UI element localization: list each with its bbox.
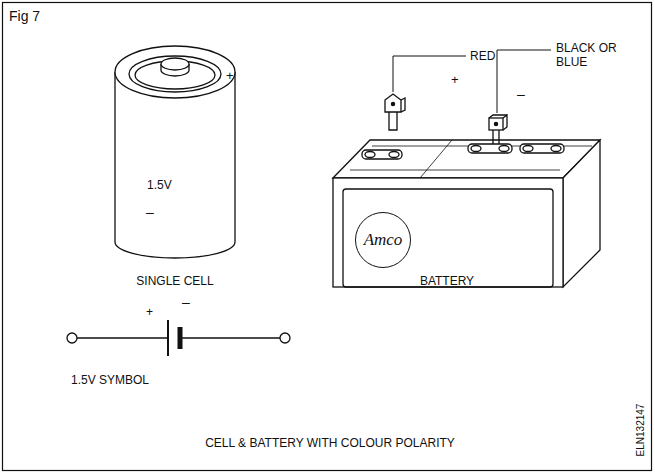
part-name: BATTERY xyxy=(420,274,474,288)
figure-number: Fig 7 xyxy=(9,8,40,24)
polarity-sign: + xyxy=(226,68,234,83)
cell-symbol xyxy=(67,320,290,356)
figure-code: ELN132147 xyxy=(635,404,647,457)
brand-circle: Amco xyxy=(355,212,411,268)
brand-name: Amco xyxy=(364,230,403,250)
polarity-sign: – xyxy=(182,294,190,310)
voltage-label: 1.5V xyxy=(147,178,172,192)
polarity-sign: + xyxy=(146,305,153,319)
figure-caption: CELL & BATTERY WITH COLOUR POLARITY xyxy=(205,436,455,450)
cell-drawing xyxy=(115,46,235,258)
symbol-name: 1.5V SYMBOL xyxy=(71,373,149,387)
polarity-sign: – xyxy=(146,204,154,220)
polarity-sign: – xyxy=(517,86,525,102)
colour-callout: BLACK OR BLUE xyxy=(556,41,636,69)
colour-callout: RED xyxy=(470,49,495,63)
part-name: SINGLE CELL xyxy=(136,274,213,288)
battery-drawing xyxy=(333,50,600,287)
polarity-sign: + xyxy=(451,72,459,87)
